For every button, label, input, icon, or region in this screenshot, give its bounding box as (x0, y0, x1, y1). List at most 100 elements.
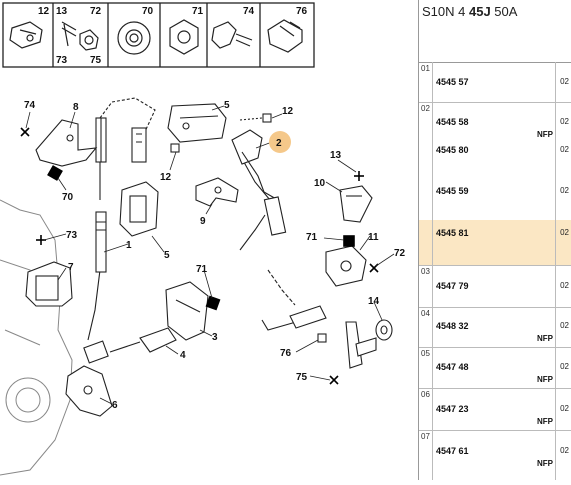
ref-row-05[interactable]: 05 4547 48 02 NFP (419, 347, 571, 389)
square-marker-71b (205, 295, 221, 311)
callout-14: 14 (368, 296, 380, 307)
part-version: 02 (560, 145, 569, 154)
open-square-12a (262, 113, 272, 123)
title-suffix: 50A (490, 4, 518, 19)
harness-clip-icon (267, 19, 303, 53)
callout-11: 11 (368, 232, 379, 243)
callout-9: 9 (200, 216, 206, 227)
callout-12: 12 (282, 106, 294, 117)
callout-5: 5 (164, 250, 170, 261)
nfp-flag: NFP (537, 334, 553, 343)
open-square-markers (170, 113, 327, 343)
row-index (419, 220, 433, 265)
cross-marker-74 (20, 127, 30, 137)
legend-label: 70 (142, 6, 154, 17)
row-index: 06 (419, 388, 433, 430)
part-washer-14 (375, 319, 393, 341)
callout-7: 7 (68, 262, 74, 273)
legend-label: 74 (243, 6, 255, 17)
part-ref: 4547 48 (436, 362, 469, 372)
washer-icon (117, 21, 151, 55)
part-ref: 4545 59 (436, 186, 469, 196)
part-harness-lower (289, 305, 377, 369)
callout-8: 8 (73, 102, 79, 113)
ref-row-06[interactable]: 06 4547 23 02 NFP (419, 388, 571, 431)
ref-row-07[interactable]: 07 4547 61 02 NFP (419, 430, 571, 480)
legend-label: 71 (192, 6, 204, 17)
wiring-harness (87, 97, 297, 341)
reference-title: S10N 4 45J 50A (422, 4, 517, 19)
part-sensor-4 (109, 327, 177, 353)
part-sensor-1 (95, 117, 107, 273)
open-square-12b (170, 143, 180, 153)
part-version: 02 (560, 362, 569, 371)
row-index: 02 (419, 102, 433, 220)
part-ref: 4545 80 (436, 145, 469, 155)
part-lower-probe (83, 340, 109, 364)
title-prefix: S10N 4 (422, 4, 469, 19)
callout-72: 72 (394, 248, 406, 259)
part-version: 02 (560, 77, 569, 86)
part-version: 02 (560, 404, 569, 413)
legend-strip (2, 2, 315, 68)
callout-76: 76 (280, 348, 292, 359)
part-connector-11 (325, 245, 367, 287)
callout-12: 12 (160, 172, 172, 183)
part-ref: 4545 57 (436, 77, 469, 87)
row-index: 03 (419, 265, 433, 307)
ref-row-04[interactable]: 04 4548 32 02 NFP (419, 307, 571, 348)
diagram-svg: 12 13 73 72 75 70 71 74 76 (0, 2, 406, 476)
ref-row-highlighted[interactable]: 4545 81 02 (419, 220, 571, 266)
callout-highlight-circle (269, 131, 291, 153)
callout-5: 5 (224, 100, 230, 111)
row-index: 07 (419, 430, 433, 480)
legend-label: 72 (90, 6, 102, 17)
callout-74: 74 (24, 100, 36, 111)
row-index: 05 (419, 347, 433, 388)
part-ref: 4545 81 (436, 228, 469, 238)
part-version: 02 (560, 117, 569, 126)
row-index: 04 (419, 307, 433, 347)
reference-panel: S10N 4 45J 50A 01 4545 57 02 02 4545 58 … (418, 0, 571, 480)
part-ref: 4545 58 (436, 117, 469, 127)
legend-label: 12 (38, 6, 50, 17)
part-version: 02 (560, 186, 569, 195)
reference-header: S10N 4 45J 50A (419, 0, 571, 63)
callout-71: 71 (196, 264, 208, 275)
callout-2: 2 (276, 138, 282, 149)
part-bracket-7 (25, 261, 73, 307)
legend-label: 73 (56, 55, 68, 66)
clip-icon (9, 21, 43, 49)
callout-numbers: 74 8 5 12 2 70 12 13 10 73 7 1 5 9 71 11… (24, 100, 406, 411)
plus-marker-13 (354, 171, 364, 181)
cross-marker-75 (329, 375, 339, 385)
part-bracket-8 (35, 119, 98, 167)
row-index: 01 (419, 62, 433, 102)
part-ref: 4547 79 (436, 281, 469, 291)
open-square-76 (317, 333, 327, 343)
ref-row-01[interactable]: 01 4545 57 02 (419, 62, 571, 103)
part-connector-3 (165, 281, 209, 341)
nfp-flag: NFP (537, 417, 553, 426)
part-probe-left (131, 127, 147, 163)
legend-label: 75 (90, 55, 102, 66)
nfp-flag: NFP (537, 375, 553, 384)
part-version: 02 (560, 281, 569, 290)
part-connector-10 (339, 185, 373, 223)
callout-4: 4 (180, 350, 186, 361)
callout-73: 73 (66, 230, 78, 241)
ref-row-03[interactable]: 03 4547 79 02 (419, 265, 571, 308)
square-marker-70 (47, 165, 63, 181)
ref-row-02[interactable]: 02 4545 58 02 NFP 4545 80 02 4545 59 02 (419, 102, 571, 221)
leader-lines (25, 105, 395, 405)
part-version: 02 (560, 228, 569, 237)
legend-labels: 12 13 73 72 75 70 71 74 76 (38, 6, 308, 66)
callout-3: 3 (212, 332, 218, 343)
part-bracket-9 (195, 177, 239, 207)
part-ref: 4547 23 (436, 404, 469, 414)
part-connector-5-top (167, 103, 227, 143)
callout-10: 10 (314, 178, 326, 189)
part-version: 02 (560, 321, 569, 330)
part-sensor-2 (231, 129, 287, 236)
callout-13: 13 (330, 150, 342, 161)
